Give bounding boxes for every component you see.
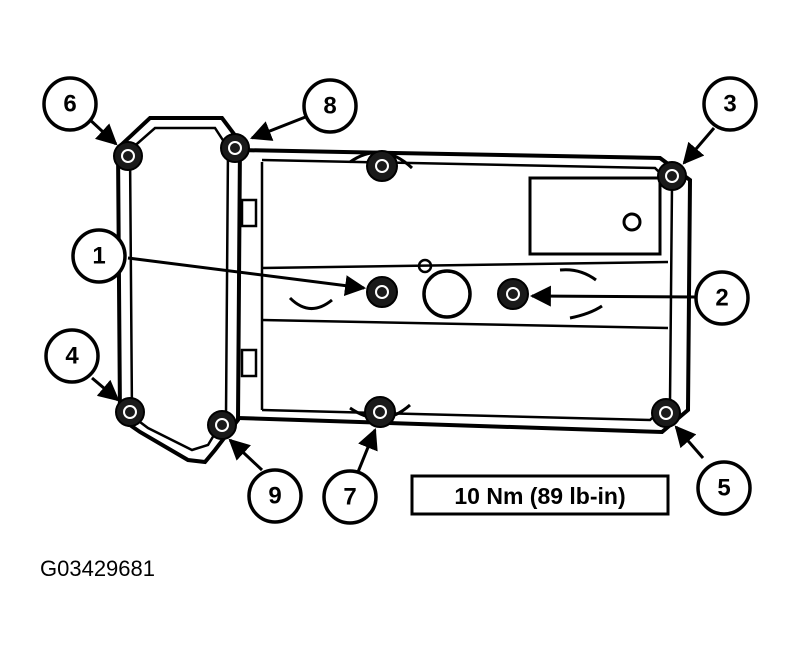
callout-circles	[42, 76, 758, 525]
bolt-3	[657, 161, 687, 191]
callout-2: 2	[715, 285, 728, 312]
torque-spec-label: 10 Nm (89 lb-in)	[454, 483, 625, 509]
leader-9	[228, 438, 264, 472]
callout-5: 5	[717, 475, 730, 502]
callout-3: 3	[723, 91, 736, 118]
callout-1: 1	[92, 243, 105, 270]
leader-3	[682, 127, 716, 165]
leader-arrows	[86, 114, 716, 473]
callout-6: 6	[63, 91, 76, 118]
bolt-4	[115, 397, 145, 427]
leader-8	[250, 114, 309, 141]
leader-5	[674, 425, 705, 459]
leader-6	[86, 116, 118, 146]
torque-spec-box: 10 Nm (89 lb-in)	[410, 474, 670, 516]
callout-8: 8	[323, 93, 336, 120]
bolts	[113, 133, 687, 440]
figure-id: G03429681	[40, 556, 155, 581]
leader-4	[91, 376, 120, 402]
bolt-8	[220, 133, 250, 163]
callout-7: 7	[343, 484, 356, 511]
bolt-1	[366, 276, 398, 308]
bolt-9	[207, 410, 237, 440]
valve-cover-outline	[115, 116, 693, 465]
leader-2	[529, 285, 698, 307]
bolt-top-middle	[366, 150, 398, 182]
callout-4: 4	[65, 343, 79, 370]
leader-7	[356, 428, 378, 473]
bolt-2	[497, 278, 529, 310]
bolt-6	[113, 141, 143, 171]
bolt-7	[364, 396, 396, 428]
callout-labels: 6 8 3 1 2 4 9 7 5	[63, 91, 736, 511]
leader-1	[127, 256, 367, 297]
callout-9: 9	[268, 483, 281, 510]
bolt-5	[651, 398, 681, 428]
